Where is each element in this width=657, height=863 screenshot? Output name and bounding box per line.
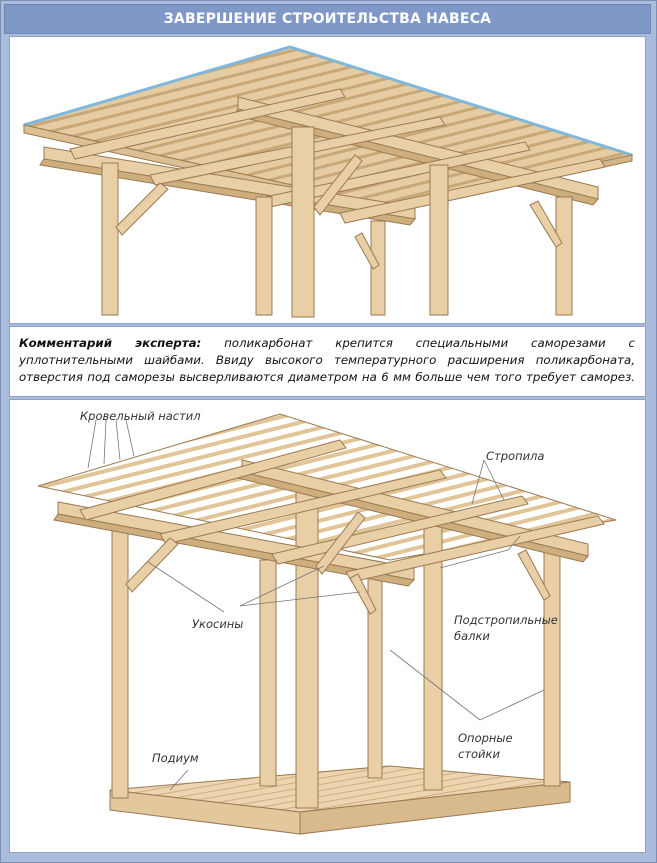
braces xyxy=(115,154,563,270)
leader-lines xyxy=(87,419,545,791)
completed-canopy-illustration xyxy=(22,45,634,318)
label-posts-line2: стойки xyxy=(458,747,500,761)
label-beams-line2: балки xyxy=(454,629,490,643)
labeled-frame-panel: Кровельный настил Стропила Укосины Подст… xyxy=(9,399,646,853)
label-beams-line1: Подстропильные xyxy=(454,613,558,627)
header-title: ЗАВЕРШЕНИЕ СТРОИТЕЛЬСТВА НАВЕСА xyxy=(163,11,492,27)
label-rafters: Стропила xyxy=(486,449,544,463)
expert-comment: Комментарий эксперта: поликарбонат крепи… xyxy=(9,326,646,397)
rafters xyxy=(79,439,605,583)
label-posts-line1: Опорные xyxy=(458,731,513,745)
comment-text: поликарбонат крепится специальными самор… xyxy=(19,336,635,384)
header-bar: ЗАВЕРШЕНИЕ СТРОИТЕЛЬСТВА НАВЕСА xyxy=(4,4,651,34)
podium xyxy=(109,765,571,835)
completed-canopy-panel xyxy=(9,36,646,324)
label-podium: Подиум xyxy=(152,751,199,765)
label-roof-deck: Кровельный настил xyxy=(80,409,201,423)
comment-label: Комментарий эксперта: xyxy=(19,336,202,350)
label-braces: Укосины xyxy=(192,617,243,631)
labeled-frame-illustration: Кровельный настил Стропила Укосины Подст… xyxy=(37,409,617,835)
support-posts xyxy=(101,126,573,318)
